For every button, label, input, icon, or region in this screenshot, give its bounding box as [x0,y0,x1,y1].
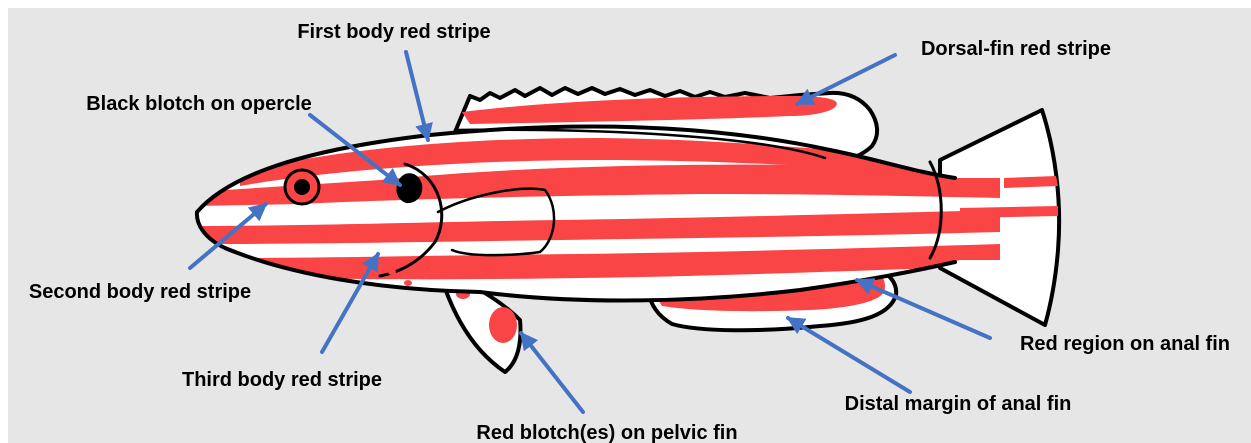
label-black-blotch-on-opercle: Black blotch on opercle [86,93,312,115]
label-distal-margin-of-anal-fin: Distal margin of anal fin [845,393,1072,415]
label-second-body-red-stripe: Second body red stripe [29,281,251,303]
label-red-blotches-on-pelvic-fin: Red blotch(es) on pelvic fin [476,422,737,443]
eye [285,170,319,204]
caudal-fin-red-stripe [1004,176,1058,188]
label-red-region-on-anal-fin: Red region on anal fin [1020,333,1230,355]
pelvic-fin-red-blotch [489,307,517,343]
label-first-body-red-stripe: First body red stripe [297,21,490,43]
label-third-body-red-stripe: Third body red stripe [182,369,382,391]
label-dorsal-fin-red-stripe: Dorsal-fin red stripe [921,38,1111,60]
